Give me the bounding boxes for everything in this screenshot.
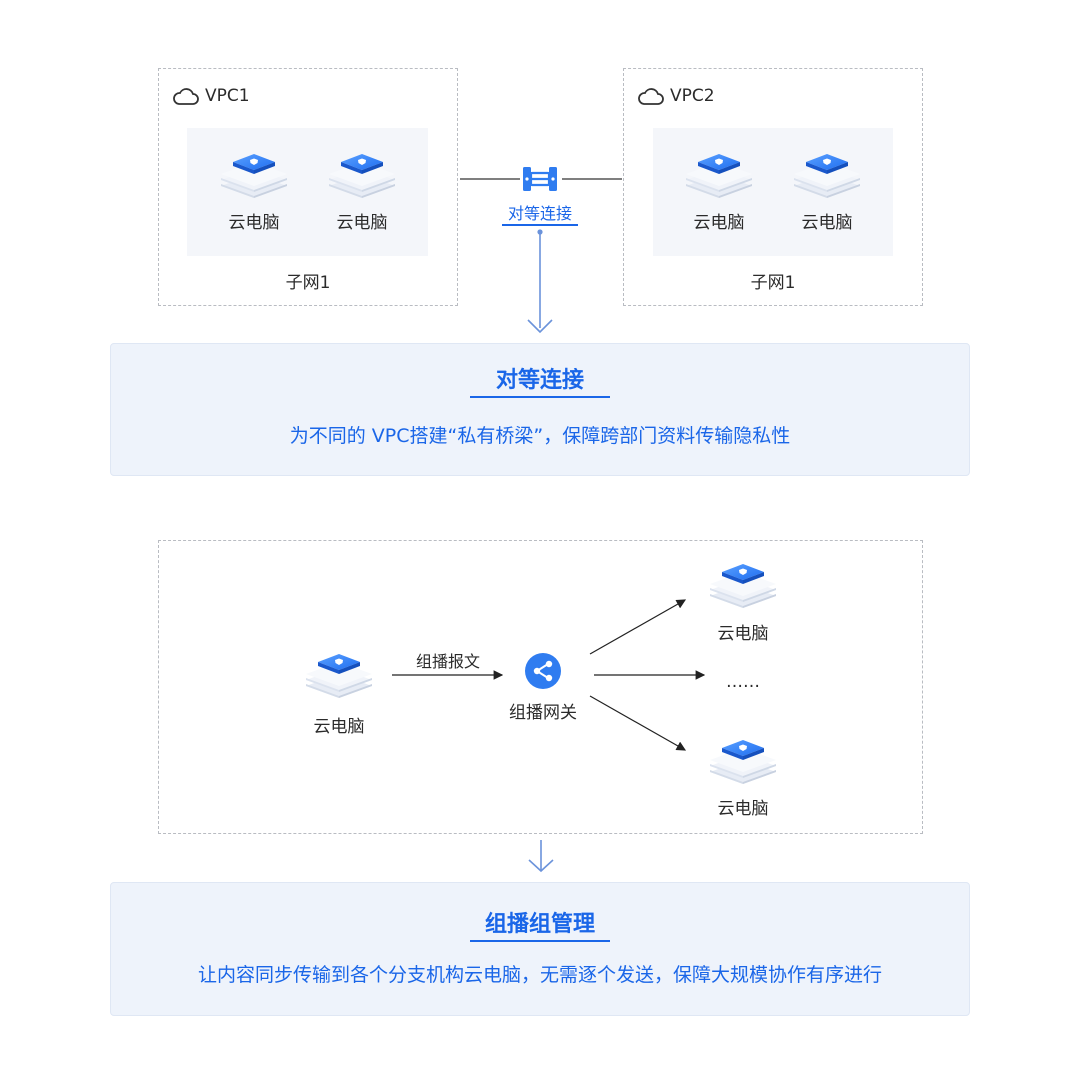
target-pc-label: 云电脑 [717, 624, 769, 644]
multicast-gateway-label: 组播网关 [509, 703, 577, 723]
down-arrow [528, 840, 554, 873]
cloud-pc-icon [327, 152, 397, 198]
peering-panel-title: 对等连接 [495, 368, 584, 393]
peering-connector [460, 178, 622, 334]
multicast-panel [110, 882, 970, 1016]
cloud-pc-label: 云电脑 [801, 213, 853, 233]
cloud-pc-icon [684, 152, 754, 198]
cloud-pc-label: 云电脑 [228, 213, 280, 233]
cloud-icon [173, 88, 199, 105]
peering-connector-label: 对等连接 [507, 204, 572, 223]
multicast-message-label: 组播报文 [415, 652, 480, 671]
cloud-pc-icon [708, 738, 778, 784]
vpc1-subnet-area [187, 128, 428, 256]
cloud-pc-icon [219, 152, 289, 198]
cloud-pc-label: 云电脑 [693, 213, 745, 233]
multicast-panel-underline [470, 940, 610, 942]
multicast-panel-title: 组播组管理 [484, 912, 595, 937]
cloud-pc-label: 云电脑 [336, 213, 388, 233]
cloud-pc-icon [304, 652, 374, 698]
vpc1-title: VPC1 [205, 86, 250, 106]
vpc1-container [158, 68, 458, 306]
vpc2-subnet-area [653, 128, 893, 256]
cloud-icon [638, 88, 664, 105]
target-ellipsis: …… [726, 672, 760, 692]
multicast-container [158, 540, 923, 834]
peering-panel [110, 343, 970, 476]
target-pc-label: 云电脑 [717, 799, 769, 819]
peering-panel-underline [470, 396, 610, 398]
vpc2-container [623, 68, 923, 306]
peering-label-underline [502, 224, 578, 226]
multicast-panel-desc: 让内容同步传输到各个分支机构云电脑，无需逐个发送，保障大规模协作有序进行 [197, 964, 882, 986]
subnet-label: 子网1 [285, 273, 331, 293]
cloud-pc-icon [708, 562, 778, 608]
peering-connection-icon [523, 167, 557, 191]
multicast-arrows [392, 599, 706, 751]
source-pc-label: 云电脑 [313, 717, 365, 737]
multicast-gateway-icon [525, 653, 561, 689]
vpc2-title: VPC2 [670, 86, 715, 106]
subnet-label: 子网1 [750, 273, 796, 293]
cloud-pc-icon [792, 152, 862, 198]
peering-panel-desc: 为不同的 VPC搭建“私有桥梁”，保障跨部门资料传输隐私性 [289, 425, 791, 447]
